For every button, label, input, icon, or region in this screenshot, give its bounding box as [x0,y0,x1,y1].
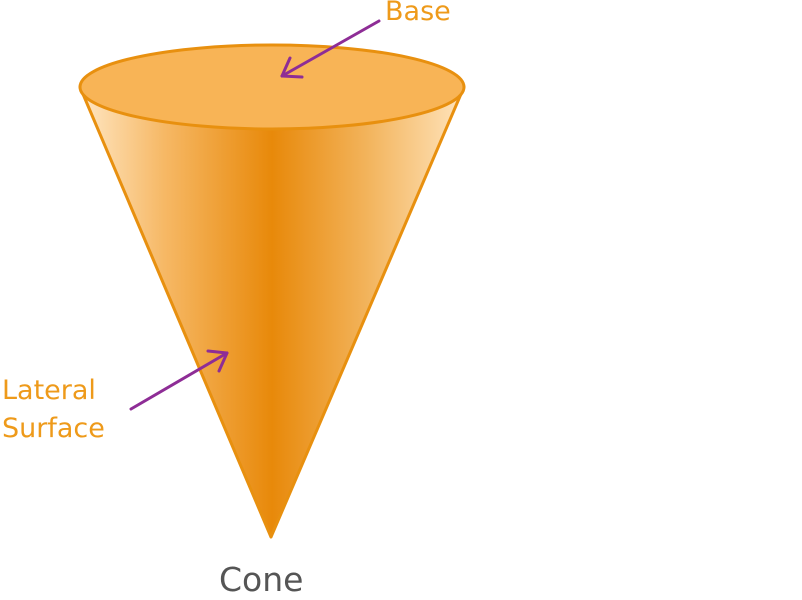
lateral-surface-label-line2: Surface [2,413,105,444]
lateral-arrow-head [206,349,229,373]
arrow-icon [280,19,381,79]
diagram-title: Cone [219,560,304,599]
arrow-icon [129,349,229,411]
base-label: Base [385,0,451,27]
lateral-surface-label: Lateral Surface [2,372,105,448]
cone-base [78,43,466,131]
cone-lateral-surface [78,85,466,539]
lateral-arrow [129,351,229,411]
base-arrow [280,19,381,78]
lateral-surface-label-line1: Lateral [2,375,96,406]
base-arrow-head [280,56,304,79]
